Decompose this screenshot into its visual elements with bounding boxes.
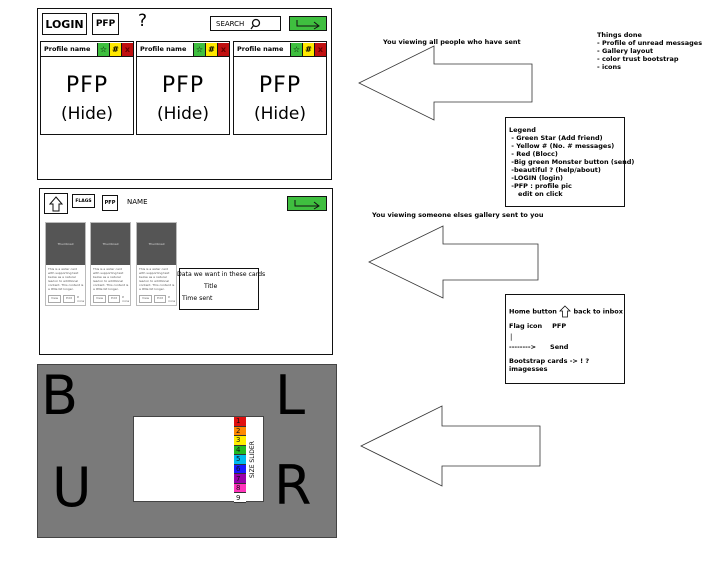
- size-slider-step[interactable]: 4: [234, 445, 246, 456]
- home-note-after: back to inbox: [573, 307, 623, 316]
- view-button[interactable]: View: [139, 295, 153, 303]
- flag-note: Flag icon PFP: [509, 322, 566, 330]
- thumbnail-image: Thumbnail: [91, 223, 130, 265]
- send-note: --------> Send: [509, 343, 568, 351]
- size-slider-step[interactable]: 9: [234, 493, 246, 503]
- name-label: NAME: [127, 198, 148, 206]
- card-text: This is a wider card with supporting tex…: [93, 267, 129, 291]
- card-data-note: Data we want in these cards Title Time s…: [177, 268, 265, 310]
- pfp-note-label: PFP: [552, 322, 567, 330]
- things-done-note: Things done - Profile of unread messages…: [597, 31, 703, 71]
- search-box[interactable]: SEARCH: [210, 16, 281, 31]
- card-time: 9 mins: [76, 295, 85, 303]
- profile-card[interactable]: Profile name ☆ # x PFP (Hide): [233, 41, 327, 135]
- view-button[interactable]: View: [48, 295, 62, 303]
- hide-label[interactable]: (Hide): [60, 104, 114, 124]
- home-note-label: Home button: [509, 307, 557, 316]
- cursor-note: |: [510, 333, 513, 341]
- message-count-hash-icon: #: [205, 42, 217, 56]
- send-button[interactable]: [289, 16, 327, 31]
- frame-gallery: FLAGS PFP NAME Thumbnail This is a wider…: [39, 188, 333, 355]
- home-button[interactable]: [44, 193, 68, 214]
- profile-name: Profile name: [140, 45, 187, 53]
- size-slider-text: SIZE SLIDER: [249, 441, 256, 478]
- pfp-placeholder: PFP: [161, 73, 205, 98]
- view-button[interactable]: View: [93, 295, 107, 303]
- profile-card[interactable]: Profile name ☆ # x PFP (Hide): [136, 41, 230, 135]
- profile-name: Profile name: [44, 45, 91, 53]
- left-arrow-shape: [368, 225, 539, 299]
- pfp-button[interactable]: PFP: [92, 13, 119, 35]
- login-button[interactable]: LOGIN: [42, 13, 87, 35]
- search-icon: [250, 18, 261, 29]
- size-slider-step[interactable]: 2: [234, 426, 246, 437]
- blur-letter-r: R: [274, 454, 312, 517]
- size-slider-step[interactable]: 3: [234, 436, 246, 446]
- card-text: This is a wider card with supporting tex…: [139, 267, 175, 291]
- caption-gallery: You viewing someone elses gallery sent t…: [372, 211, 544, 219]
- blur-letter-b: B: [41, 364, 79, 427]
- left-arrow-shape: [358, 45, 533, 121]
- send-note-label: Send: [550, 343, 569, 351]
- send-arrow-text: -------->: [509, 343, 537, 351]
- flags-button[interactable]: FLAGS: [72, 194, 95, 208]
- send-arrow-icon: [296, 19, 320, 29]
- size-slider-step[interactable]: 8: [234, 483, 246, 494]
- frame-inbox: LOGIN PFP ? SEARCH Profile name ☆ # x PF…: [37, 8, 332, 180]
- gallery-card[interactable]: Thumbnail This is a wider card with supp…: [45, 222, 86, 306]
- add-friend-star-icon[interactable]: ☆: [290, 42, 302, 56]
- home-arrow-up-icon: [559, 305, 572, 318]
- profile-name: Profile name: [237, 45, 284, 53]
- notes-box: Home button back to inbox Flag icon PFP |…: [505, 294, 625, 384]
- pfp-placeholder: PFP: [258, 73, 302, 98]
- card-data-note-line2: Title: [204, 283, 218, 290]
- bootstrap-note: Bootstrap cards -> ! ? imagesses: [509, 357, 590, 373]
- size-slider-step[interactable]: 5: [234, 455, 246, 465]
- send-arrow-icon: [294, 199, 320, 209]
- caption-inbox: You viewing all people who have sent: [383, 38, 521, 46]
- gallery-card[interactable]: Thumbnail This is a wider card with supp…: [90, 222, 131, 306]
- legend-box: Legend - Green Star (Add friend) - Yello…: [505, 117, 634, 207]
- help-button[interactable]: ?: [138, 11, 148, 31]
- block-icon[interactable]: x: [217, 42, 229, 56]
- hide-label[interactable]: (Hide): [156, 104, 210, 124]
- card-data-note-line3: Time sent: [182, 295, 213, 302]
- gallery-card[interactable]: Thumbnail This is a wider card with supp…: [136, 222, 177, 306]
- card-text: This is a wider card with supporting tex…: [48, 267, 84, 291]
- home-arrow-up-icon: [49, 195, 63, 211]
- send-button[interactable]: [287, 196, 327, 211]
- home-note: Home button back to inbox: [509, 305, 623, 318]
- profile-card[interactable]: Profile name ☆ # x PFP (Hide): [40, 41, 134, 135]
- message-count-hash-icon: #: [109, 42, 121, 56]
- block-icon[interactable]: x: [121, 42, 133, 56]
- legend-text: Legend - Green Star (Add friend) - Yello…: [509, 126, 635, 198]
- card-time: 9 mins: [167, 295, 176, 303]
- left-arrow-shape: [360, 405, 541, 487]
- edit-button[interactable]: Edit: [63, 295, 75, 303]
- card-time: 9 mins: [121, 295, 130, 303]
- add-friend-star-icon[interactable]: ☆: [97, 42, 109, 56]
- size-slider-label: SIZE SLIDER: [238, 433, 266, 493]
- size-slider-step[interactable]: 6: [234, 464, 246, 475]
- search-label: SEARCH: [216, 19, 245, 28]
- edit-button[interactable]: Edit: [108, 295, 120, 303]
- edit-button[interactable]: Edit: [154, 295, 166, 303]
- hide-label[interactable]: (Hide): [253, 104, 307, 124]
- size-slider-step[interactable]: 7: [234, 474, 246, 484]
- add-friend-star-icon[interactable]: ☆: [193, 42, 205, 56]
- pfp-placeholder: PFP: [65, 73, 109, 98]
- message-count-hash-icon: #: [302, 42, 314, 56]
- pfp-button[interactable]: PFP: [102, 195, 118, 211]
- blur-letter-u: U: [52, 456, 92, 519]
- flag-note-label: Flag icon: [509, 322, 543, 330]
- thumbnail-image: Thumbnail: [137, 223, 176, 265]
- card-data-note-line1: Data we want in these cards: [177, 271, 266, 278]
- block-icon[interactable]: x: [314, 42, 326, 56]
- blur-letter-l: L: [275, 364, 306, 427]
- thumbnail-image: Thumbnail: [46, 223, 85, 265]
- size-slider-step[interactable]: 1: [234, 417, 246, 427]
